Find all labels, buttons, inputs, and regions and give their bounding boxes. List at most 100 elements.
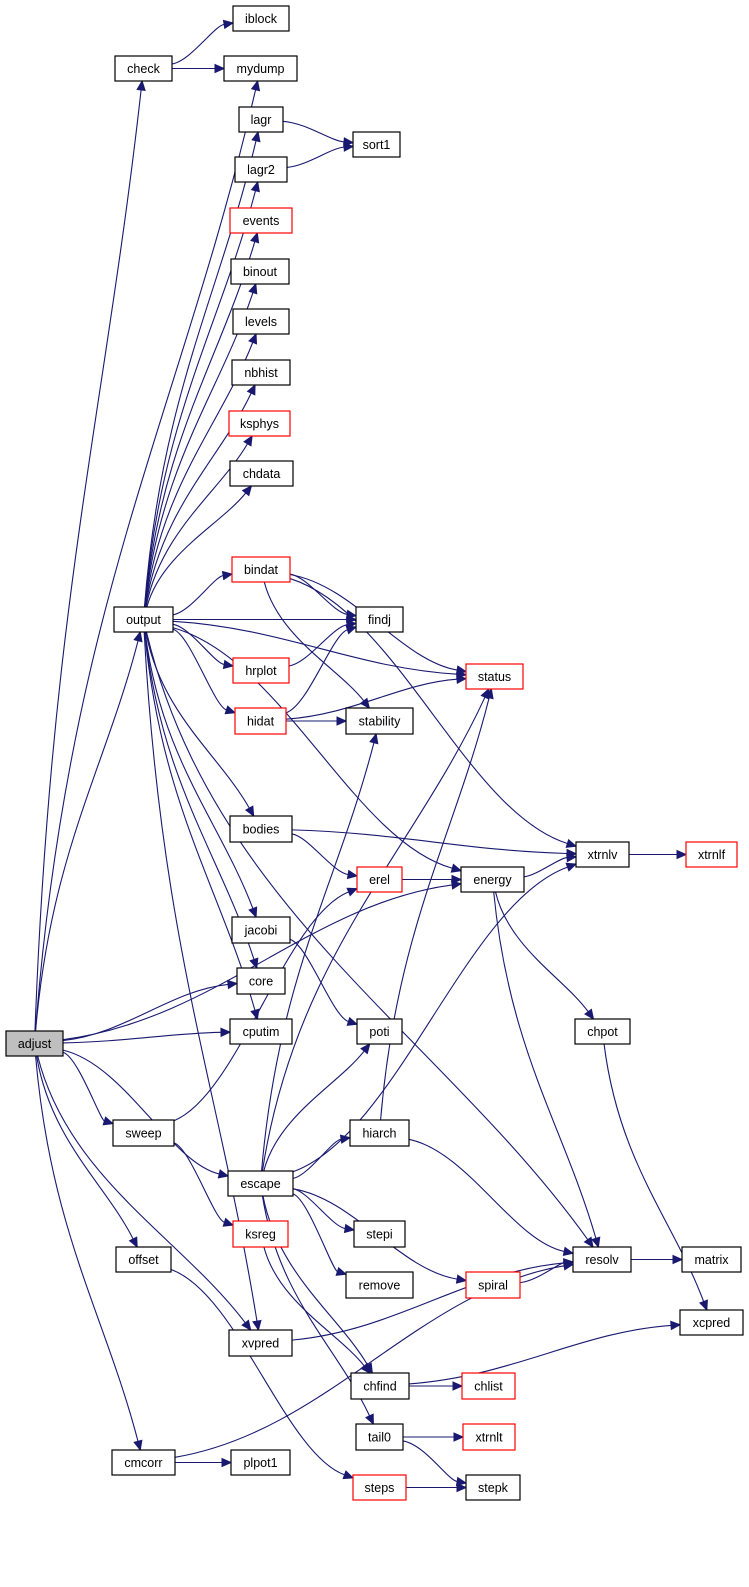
node-binout[interactable]: binout bbox=[230, 258, 290, 285]
node-box[interactable] bbox=[229, 815, 293, 843]
node-box[interactable] bbox=[353, 1220, 406, 1248]
node-mydump[interactable]: mydump bbox=[223, 55, 298, 82]
node-box[interactable] bbox=[465, 663, 524, 690]
node-box[interactable] bbox=[231, 556, 291, 583]
node-box[interactable] bbox=[345, 1271, 414, 1299]
node-chfind[interactable]: chfind bbox=[350, 1372, 410, 1400]
node-box[interactable] bbox=[228, 410, 291, 437]
node-ksreg[interactable]: ksreg bbox=[232, 1220, 289, 1248]
node-box[interactable] bbox=[461, 1372, 516, 1400]
node-box[interactable] bbox=[462, 1423, 516, 1451]
node-box[interactable] bbox=[229, 1018, 293, 1045]
node-box[interactable] bbox=[355, 606, 404, 633]
node-status[interactable]: status bbox=[465, 663, 524, 690]
node-xtrnlv[interactable]: xtrnlv bbox=[575, 841, 630, 868]
node-plpot1[interactable]: plpot1 bbox=[230, 1449, 291, 1476]
node-box[interactable] bbox=[228, 1329, 293, 1357]
node-box[interactable] bbox=[349, 1119, 410, 1147]
node-chlist[interactable]: chlist bbox=[461, 1372, 516, 1400]
node-box[interactable] bbox=[223, 55, 298, 82]
node-sweep[interactable]: sweep bbox=[112, 1119, 175, 1147]
node-xtrnlf[interactable]: xtrnlf bbox=[685, 841, 738, 868]
node-adjust[interactable]: adjust bbox=[5, 1030, 64, 1057]
node-box[interactable] bbox=[232, 5, 290, 32]
node-iblock[interactable]: iblock bbox=[232, 5, 290, 32]
node-box[interactable] bbox=[232, 657, 290, 684]
node-box[interactable] bbox=[112, 1119, 175, 1147]
node-nbhist[interactable]: nbhist bbox=[231, 359, 291, 386]
node-hiarch[interactable]: hiarch bbox=[349, 1119, 410, 1147]
node-escape[interactable]: escape bbox=[227, 1170, 294, 1197]
node-ksphys[interactable]: ksphys bbox=[228, 410, 291, 437]
node-box[interactable] bbox=[238, 106, 284, 133]
node-poti[interactable]: poti bbox=[356, 1018, 403, 1045]
node-box[interactable] bbox=[460, 866, 525, 893]
node-resolv[interactable]: resolv bbox=[572, 1246, 632, 1273]
node-stepk[interactable]: stepk bbox=[465, 1474, 521, 1501]
node-box[interactable] bbox=[465, 1474, 521, 1501]
node-bodies[interactable]: bodies bbox=[229, 815, 293, 843]
node-box[interactable] bbox=[115, 1246, 172, 1273]
node-box[interactable] bbox=[111, 1449, 176, 1476]
node-box[interactable] bbox=[114, 55, 173, 82]
node-box[interactable] bbox=[232, 1220, 289, 1248]
node-energy[interactable]: energy bbox=[460, 866, 525, 893]
node-matrix[interactable]: matrix bbox=[681, 1246, 742, 1273]
node-findj[interactable]: findj bbox=[355, 606, 404, 633]
node-box[interactable] bbox=[352, 131, 401, 158]
node-box[interactable] bbox=[352, 1474, 407, 1501]
node-xtrnlt[interactable]: xtrnlt bbox=[462, 1423, 516, 1451]
node-chpot[interactable]: chpot bbox=[574, 1018, 631, 1045]
node-tail0[interactable]: tail0 bbox=[355, 1423, 404, 1451]
node-hrplot[interactable]: hrplot bbox=[232, 657, 290, 684]
node-box[interactable] bbox=[574, 1018, 631, 1045]
node-xcpred[interactable]: xcpred bbox=[679, 1309, 744, 1336]
node-core[interactable]: core bbox=[236, 967, 286, 995]
node-box[interactable] bbox=[681, 1246, 742, 1273]
node-box[interactable] bbox=[229, 207, 293, 234]
node-box[interactable] bbox=[465, 1271, 521, 1299]
node-output[interactable]: output bbox=[113, 606, 174, 633]
node-box[interactable] bbox=[236, 967, 286, 995]
node-box[interactable] bbox=[679, 1309, 744, 1336]
node-erel[interactable]: erel bbox=[356, 866, 403, 893]
node-lagr[interactable]: lagr bbox=[238, 106, 284, 133]
node-box[interactable] bbox=[572, 1246, 632, 1273]
node-box[interactable] bbox=[356, 1018, 403, 1045]
node-bindat[interactable]: bindat bbox=[231, 556, 291, 583]
node-box[interactable] bbox=[227, 1170, 294, 1197]
node-xvpred[interactable]: xvpred bbox=[228, 1329, 293, 1357]
node-cputim[interactable]: cputim bbox=[229, 1018, 293, 1045]
node-lagr2[interactable]: lagr2 bbox=[234, 156, 288, 183]
node-spiral[interactable]: spiral bbox=[465, 1271, 521, 1299]
node-box[interactable] bbox=[230, 258, 290, 285]
node-chdata[interactable]: chdata bbox=[229, 460, 294, 487]
node-box[interactable] bbox=[113, 606, 174, 633]
node-cmcorr[interactable]: cmcorr bbox=[111, 1449, 176, 1476]
node-box[interactable] bbox=[229, 460, 294, 487]
node-box[interactable] bbox=[232, 308, 290, 335]
node-box[interactable] bbox=[230, 1449, 291, 1476]
node-box[interactable] bbox=[356, 866, 403, 893]
node-hidat[interactable]: hidat bbox=[234, 707, 287, 735]
node-box[interactable] bbox=[5, 1030, 64, 1057]
node-events[interactable]: events bbox=[229, 207, 293, 234]
node-box[interactable] bbox=[685, 841, 738, 868]
node-levels[interactable]: levels bbox=[232, 308, 290, 335]
node-box[interactable] bbox=[231, 359, 291, 386]
node-offset[interactable]: offset bbox=[115, 1246, 172, 1273]
node-box[interactable] bbox=[231, 916, 291, 944]
node-box[interactable] bbox=[345, 707, 414, 735]
node-remove[interactable]: remove bbox=[345, 1271, 414, 1299]
node-jacobi[interactable]: jacobi bbox=[231, 916, 291, 944]
node-box[interactable] bbox=[355, 1423, 404, 1451]
node-box[interactable] bbox=[350, 1372, 410, 1400]
node-box[interactable] bbox=[234, 707, 287, 735]
node-box[interactable] bbox=[234, 156, 288, 183]
node-steps[interactable]: steps bbox=[352, 1474, 407, 1501]
node-check[interactable]: check bbox=[114, 55, 173, 82]
node-stability[interactable]: stability bbox=[345, 707, 414, 735]
node-box[interactable] bbox=[575, 841, 630, 868]
node-sort1[interactable]: sort1 bbox=[352, 131, 401, 158]
node-stepi[interactable]: stepi bbox=[353, 1220, 406, 1248]
